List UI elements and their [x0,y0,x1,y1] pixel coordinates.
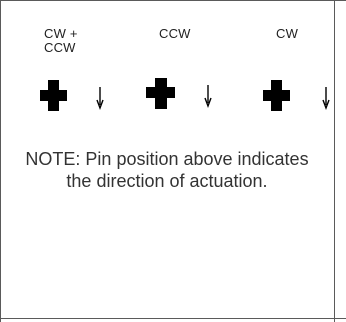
label-ccw: CCW [159,26,191,41]
label-cw-ccw: CW + CCW [44,26,78,55]
border-bottom [0,318,346,319]
label-cw: CW [276,26,299,41]
note-text: NOTE: Pin position above indicates the d… [25,149,309,191]
border-left [0,0,1,322]
border-top [0,0,346,1]
cross-icon [40,80,67,111]
cross-icon [146,78,175,109]
arrow-down-icon [96,87,104,110]
border-tick [335,318,346,319]
border-right [334,0,335,322]
arrow-down-icon [322,87,330,110]
cross-icon [263,80,290,111]
arrow-down-icon [204,85,212,108]
